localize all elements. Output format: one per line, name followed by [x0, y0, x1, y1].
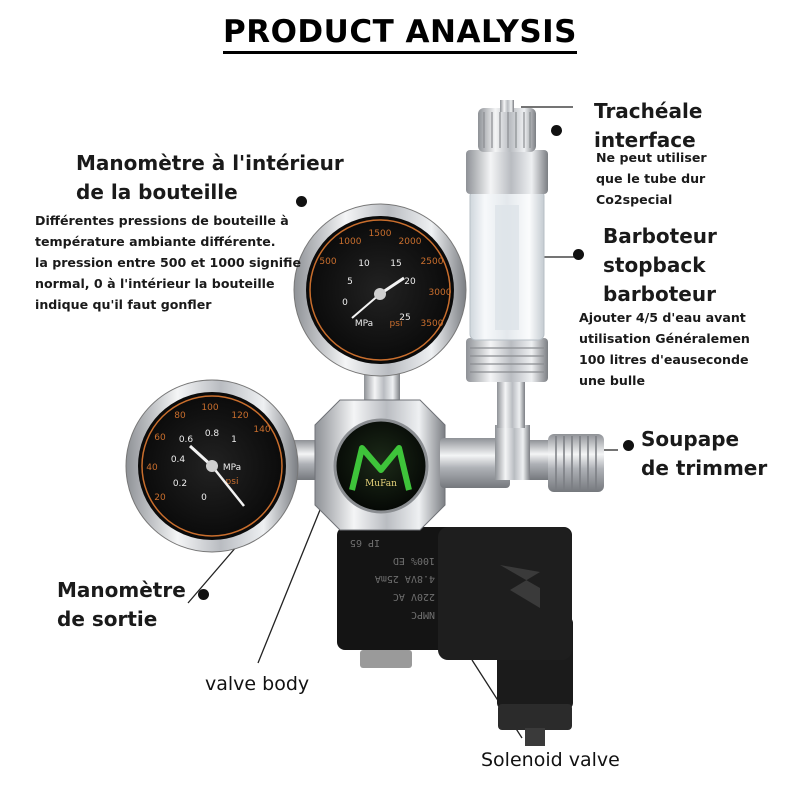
- label-solenoid-valve: Solenoid valve: [481, 749, 620, 771]
- label-line: de sortie: [57, 607, 158, 631]
- bottle-gauge-outer-tick: 3000: [429, 288, 452, 298]
- label-line: Barboteur: [603, 224, 717, 248]
- note-line: utilisation Généralemen: [579, 331, 750, 346]
- note-line: indique qu'il faut gonfler: [35, 297, 212, 312]
- outlet-gauge-unit-psi: psi: [226, 477, 239, 487]
- solenoid-spec-2: 4.8VA 25mA: [375, 573, 435, 584]
- bullet-dot: [296, 196, 307, 207]
- label-line: de la bouteille: [76, 180, 238, 204]
- note-tracheal-interface: Ne peut utiliser que le tube dur Co2spec…: [596, 147, 707, 210]
- outlet-gauge-outer-tick: 120: [231, 411, 248, 421]
- note-line: Ajouter 4/5 d'eau avant: [579, 310, 746, 325]
- outlet-gauge-inner-tick: 0.8: [205, 429, 220, 439]
- label-outlet-gauge: Manomètre de sortie: [57, 576, 186, 634]
- note-line: une bulle: [579, 373, 646, 388]
- note-line: Co2special: [596, 192, 673, 207]
- label-trimmer-valve: Soupape de trimmer: [641, 425, 767, 483]
- bottle-gauge-inner-tick: 15: [390, 259, 401, 269]
- solenoid-brand: NMPC: [411, 609, 435, 620]
- bottle-gauge-outer-tick: 1000: [339, 237, 362, 247]
- label-tracheal-interface: Trachéale interface: [594, 97, 702, 155]
- bottle-gauge-inner-tick: 25: [399, 313, 410, 323]
- outlet-gauge-inner-tick: 0.2: [173, 479, 187, 489]
- solenoid-spec-1: 220V AC: [393, 591, 435, 602]
- bottle-gauge-outer-tick: 3500: [421, 319, 444, 329]
- bottle-gauge-outer-tick: 2500: [421, 257, 444, 267]
- bottle-gauge-inner-tick: 5: [347, 277, 353, 287]
- note-line: température ambiante différente.: [35, 234, 276, 249]
- label-line: Trachéale: [594, 99, 703, 123]
- outlet-gauge-outer-tick: 40: [146, 463, 158, 473]
- label-line: Soupape: [641, 427, 740, 451]
- label-bottle-gauge: Manomètre à l'intérieur de la bouteille: [76, 149, 344, 207]
- bottle-gauge-outer-tick: 500: [319, 257, 336, 267]
- bottle-gauge-unit-psi: psi: [390, 319, 403, 329]
- bottle-gauge-inner-tick: 0: [342, 298, 348, 308]
- outlet-gauge-outer-tick: 100: [201, 403, 218, 413]
- bottle-gauge-inner-tick: 10: [358, 259, 370, 269]
- outlet-pressure-gauge: 20 40 60 80 100 120 140 0.2 0.4 0.6 0.8 …: [125, 379, 299, 553]
- note-line: Différentes pressions de bouteille à: [35, 213, 289, 228]
- note-line: la pression entre 500 et 1000 signifie: [35, 255, 301, 270]
- label-line: Manomètre à l'intérieur: [76, 151, 344, 175]
- note-line: 100 litres d'eauseconde: [579, 352, 749, 367]
- note-line: Ne peut utiliser: [596, 150, 707, 165]
- note-line: normal, 0 à l'intérieur la bouteille: [35, 276, 275, 291]
- bullet-dot: [198, 589, 209, 600]
- outlet-gauge-inner-tick: 0: [201, 493, 207, 503]
- solenoid-spec-4: IP 65: [350, 537, 380, 548]
- label-line: stopback: [603, 253, 706, 277]
- outlet-gauge-inner-tick: 0.4: [171, 455, 186, 465]
- note-bottle-gauge: Différentes pressions de bouteille à tem…: [35, 210, 301, 315]
- bottle-gauge-outer-tick: 2000: [399, 237, 422, 247]
- bottle-gauge-inner-tick: 20: [404, 277, 416, 287]
- label-line: Manomètre: [57, 578, 186, 602]
- note-line: que le tube dur: [596, 171, 706, 186]
- note-bubbler: Ajouter 4/5 d'eau avant utilisation Géné…: [579, 307, 750, 391]
- label-line: interface: [594, 128, 696, 152]
- page-title: PRODUCT ANALYSIS: [0, 14, 800, 54]
- solenoid-spec-3: 100% ED: [393, 555, 435, 566]
- outlet-gauge-inner-tick: 1: [231, 435, 237, 445]
- bottle-gauge-outer-tick: 1500: [369, 229, 392, 239]
- solenoid-valve: NMPC 220V AC 4.8VA 25mA 100% ED IP 65: [337, 527, 573, 746]
- bottle-pressure-gauge: 500 1000 1500 2000 2500 3000 3500 0 5 10…: [293, 203, 467, 377]
- bullet-dot: [623, 440, 634, 451]
- outlet-gauge-outer-tick: 20: [154, 493, 166, 503]
- bubble-counter: [466, 100, 548, 428]
- label-bubbler: Barboteur stopback barboteur: [603, 222, 717, 309]
- brand-logo-text: MuFan: [365, 479, 397, 489]
- bullet-dot: [551, 125, 562, 136]
- outlet-gauge-outer-tick: 140: [253, 425, 270, 435]
- outlet-gauge-outer-tick: 60: [154, 433, 166, 443]
- trimmer-knob: [548, 434, 604, 492]
- outlet-gauge-inner-tick: 0.6: [179, 435, 194, 445]
- outlet-gauge-unit-mpa: MPa: [223, 463, 241, 473]
- label-valve-body: valve body: [205, 673, 310, 695]
- label-line: de trimmer: [641, 456, 768, 480]
- bottle-gauge-unit-mpa: MPa: [355, 319, 373, 329]
- bullet-dot: [573, 249, 584, 260]
- outlet-gauge-outer-tick: 80: [174, 411, 186, 421]
- label-line: barboteur: [603, 282, 716, 306]
